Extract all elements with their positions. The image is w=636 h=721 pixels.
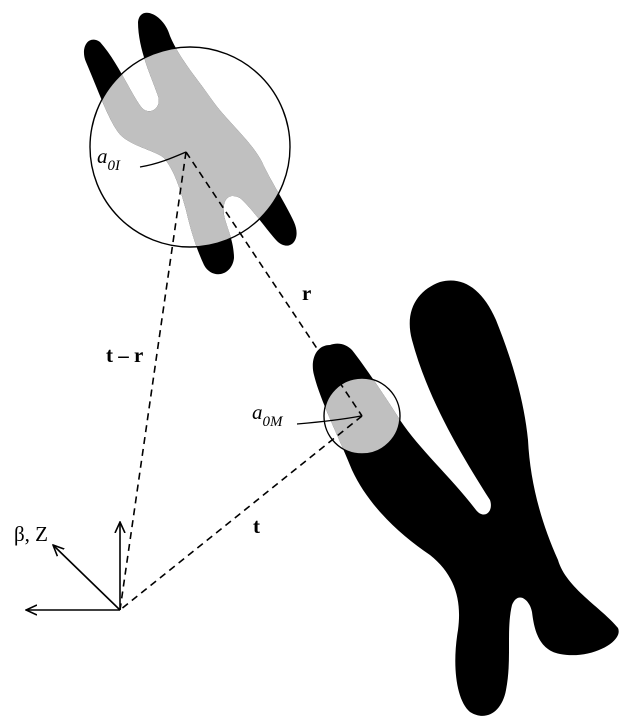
a0I-leader-line (139, 151, 187, 168)
vector-t (119, 415, 363, 611)
label-axis-beta-z: β, Z (14, 522, 48, 546)
axis-diagonal-arrow (53, 545, 121, 611)
lower-chromosome (312, 280, 619, 716)
label-t-minus-r: t – r (106, 343, 143, 367)
vector-r (185, 151, 363, 417)
upper-chromosome (83, 12, 297, 275)
label-a0I: a0I (97, 144, 121, 174)
label-r: r (302, 281, 311, 305)
label-t: t (253, 514, 260, 538)
vectors (119, 151, 363, 611)
upper-chromosome-overlap (90, 47, 290, 247)
label-a0M: a0M (252, 400, 284, 430)
coordinate-axes (26, 522, 120, 610)
a0M-leader-line (296, 415, 362, 425)
lower-radius-circle (323, 377, 401, 455)
upper-radius-circle (89, 46, 291, 248)
lower-chromosome-body (312, 280, 619, 716)
leader-lines (139, 151, 362, 425)
vector-t-minus-r (119, 151, 187, 611)
